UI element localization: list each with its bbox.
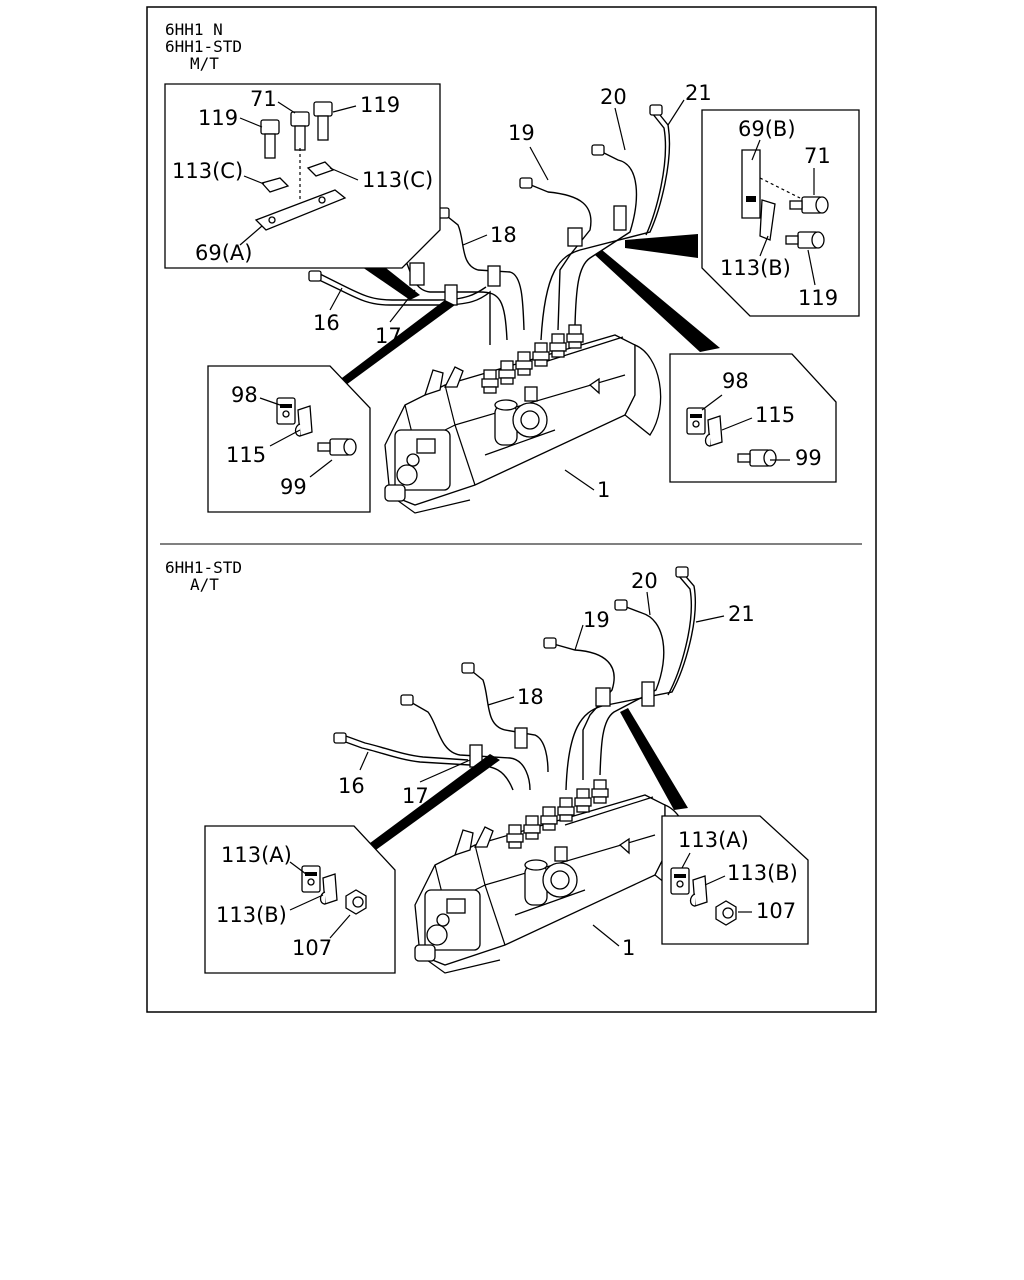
upper-header-line-2: 6HH1-STD (165, 37, 242, 56)
injection-pipes-upper (308, 104, 671, 345)
inset-label-113b-right: 113(B) (727, 861, 798, 885)
detail-inset-upper-right: 69(B) 71 113(B) 119 (701, 109, 860, 317)
callout-20-lower: 20 (631, 569, 658, 593)
callout-19-lower: 19 (583, 608, 610, 632)
detail-inset-lower-right: 113(A) 113(B) 107 (661, 815, 809, 945)
leader-wedges-upper (320, 234, 720, 393)
inset-label-115-left: 115 (226, 443, 266, 467)
inset-label-98-right: 98 (722, 369, 749, 393)
callout-21: 21 (685, 81, 712, 105)
inset-label-98-left: 98 (231, 383, 258, 407)
leader-wedges-lower (358, 708, 688, 860)
inset-label-119-right: 119 (360, 93, 400, 117)
lower-section: 6HH1-STD A/T (165, 558, 809, 974)
inset-label-69a: 69(A) (195, 241, 252, 265)
lower-header-line-2: A/T (190, 575, 219, 594)
inset-label-113a-left: 113(A) (221, 843, 292, 867)
lower-header-line-1: 6HH1-STD (165, 558, 242, 577)
detail-inset-upper-lower-right: 98 115 99 (669, 353, 837, 483)
injection-pipes-lower (333, 566, 696, 791)
inset-label-113c-right: 113(C) (362, 168, 433, 192)
inset-label-69b: 69(B) (738, 117, 796, 141)
detail-inset-upper-lower-left: 98 115 99 (207, 365, 371, 513)
inset-label-113b-left: 113(B) (216, 903, 287, 927)
inset-label-113b: 113(B) (720, 256, 791, 280)
inset-label-99-right: 99 (795, 446, 822, 470)
inset-label-113c-left: 113(C) (172, 159, 243, 183)
inset-label-115-right: 115 (755, 403, 795, 427)
callout-1-lower: 1 (622, 936, 635, 960)
inset-label-119-left: 119 (198, 106, 238, 130)
detail-inset-lower-left: 113(A) 113(B) 107 (204, 825, 396, 974)
callout-16: 16 (313, 311, 340, 335)
inset-label-71-right: 71 (804, 144, 831, 168)
detail-inset-upper-left: 119 71 119 113(C) 113(C) 69(A) (164, 83, 441, 269)
callout-21-lower: 21 (728, 602, 755, 626)
pipe-clip-17 (409, 262, 425, 286)
callout-20: 20 (600, 85, 627, 109)
inset-label-119-lower: 119 (798, 286, 838, 310)
callout-18: 18 (490, 223, 517, 247)
callout-16-lower: 16 (338, 774, 365, 798)
inset-label-99-left: 99 (280, 475, 307, 499)
callout-18-lower: 18 (517, 685, 544, 709)
inset-label-107-left: 107 (292, 936, 332, 960)
callout-19: 19 (508, 121, 535, 145)
callout-17-lower: 17 (402, 784, 429, 808)
inset-label-107-right: 107 (756, 899, 796, 923)
upper-header-line-3: M/T (190, 54, 219, 73)
callout-17: 17 (375, 324, 402, 348)
inset-label-113a-right: 113(A) (678, 828, 749, 852)
outer-frame (146, 6, 877, 1013)
upper-header-line-1: 6HH1 N (165, 20, 223, 39)
inset-label-71: 71 (250, 87, 277, 111)
callout-1: 1 (597, 478, 610, 502)
upper-section: 6HH1 N 6HH1-STD M/T (164, 20, 860, 514)
